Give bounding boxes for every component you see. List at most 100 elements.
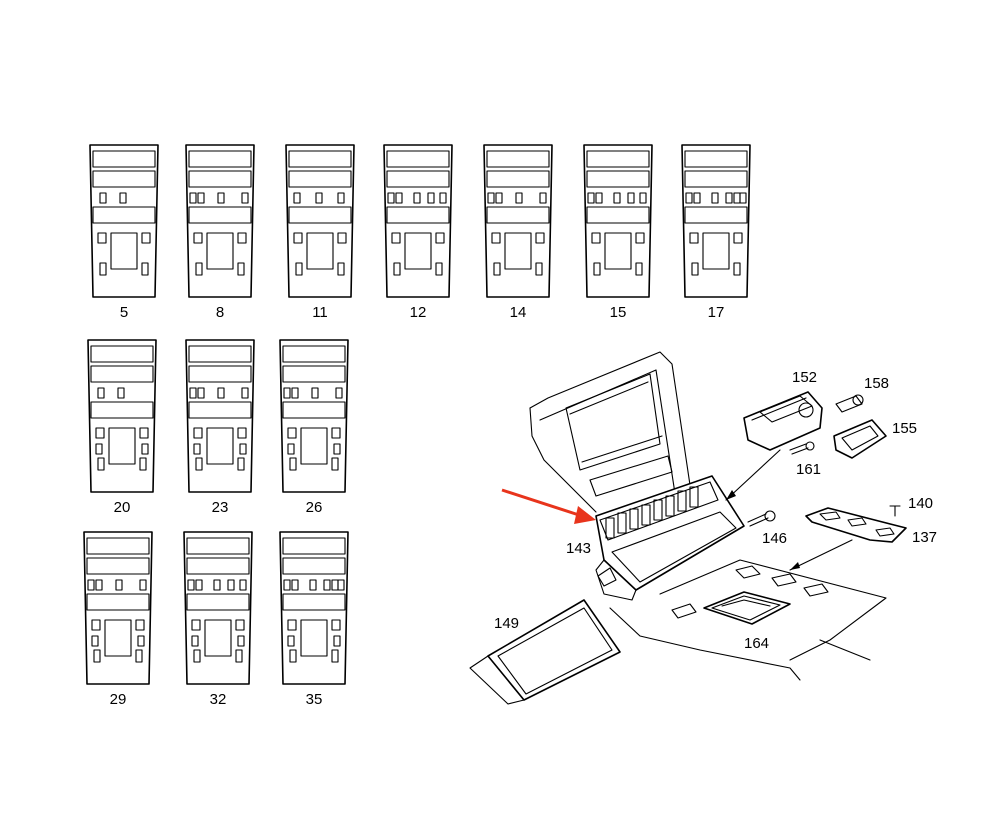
panel-outline — [483, 144, 553, 298]
panel-switch — [309, 579, 317, 591]
label-161: 161 — [796, 461, 821, 478]
panel-knob — [235, 619, 245, 631]
panel-display — [288, 206, 352, 224]
panel-display — [486, 170, 550, 188]
panel-screen — [206, 232, 234, 270]
panel-display — [486, 206, 550, 224]
panel-switch — [733, 192, 741, 204]
panel-switch — [293, 192, 301, 204]
panel-switch — [539, 192, 547, 204]
panel-display — [386, 150, 450, 168]
panel-knob — [237, 232, 247, 244]
panel-knob — [337, 232, 347, 244]
panel-knob — [593, 262, 601, 276]
panel-switch — [627, 192, 635, 204]
panel-display — [288, 170, 352, 188]
highlight-arrow — [501, 488, 596, 524]
panel-switch — [291, 579, 299, 591]
panel-knob — [193, 443, 201, 455]
panel-switch — [693, 192, 701, 204]
panel-variant-label: 20 — [114, 499, 131, 516]
panel-outline — [185, 144, 255, 298]
panel-outline — [89, 144, 159, 298]
panel-knob — [97, 457, 105, 471]
panel-variant-label: 14 — [510, 304, 527, 321]
tray-164 — [703, 591, 791, 625]
panel-variant: 11 — [285, 144, 355, 321]
panel-switch — [395, 192, 403, 204]
panel-variant: 35 — [279, 531, 349, 708]
panel-knob — [493, 262, 501, 276]
panel-switch — [283, 579, 291, 591]
panel-switch — [413, 192, 421, 204]
panel-knob — [191, 635, 199, 647]
panel-switch — [189, 387, 197, 399]
panel-switch — [685, 192, 693, 204]
screw-140 — [889, 505, 901, 517]
panel-display — [282, 557, 346, 575]
panel-variant: 5 — [89, 144, 159, 321]
panel-display — [86, 557, 150, 575]
panel-display — [86, 537, 150, 555]
panel-display — [188, 365, 252, 383]
panel-display — [92, 206, 156, 224]
panel-outline — [185, 339, 255, 493]
panel-display — [586, 206, 650, 224]
panel-knob — [139, 427, 149, 439]
panel-knob — [141, 262, 149, 276]
panel-display — [684, 206, 748, 224]
panel-switch — [241, 192, 249, 204]
panel-switch — [197, 387, 205, 399]
panel-knob — [135, 619, 145, 631]
panel-display — [90, 365, 154, 383]
panel-knob — [93, 649, 101, 663]
panel-variant: 26 — [279, 339, 349, 516]
panel-display — [188, 150, 252, 168]
panel-knob — [139, 457, 147, 471]
panel-switch — [189, 192, 197, 204]
panel-variant: 32 — [183, 531, 253, 708]
screw-161 — [789, 441, 815, 455]
panel-knob — [435, 232, 445, 244]
panel-screen — [306, 232, 334, 270]
panel-knob — [195, 262, 203, 276]
panel-switch — [115, 579, 123, 591]
panel-knob — [691, 262, 699, 276]
panel-knob — [95, 427, 105, 439]
panel-switch — [187, 579, 195, 591]
panel-display — [90, 401, 154, 419]
panel-display — [282, 401, 346, 419]
panel-variant-label: 12 — [410, 304, 427, 321]
panel-variant: 29 — [83, 531, 153, 708]
panel-outline — [83, 531, 153, 685]
panel-outline — [583, 144, 653, 298]
panel-switch — [337, 192, 345, 204]
label-155: 155 — [892, 420, 917, 437]
panel-knob — [391, 232, 401, 244]
panel-screen — [702, 232, 730, 270]
panel-switch — [97, 387, 105, 399]
panel-knob — [289, 457, 297, 471]
leader-lines — [725, 449, 853, 571]
panel-knob — [635, 262, 643, 276]
panel-variant-label: 32 — [210, 691, 227, 708]
panel-knob — [535, 232, 545, 244]
panel-display — [186, 593, 250, 611]
panel-knob — [295, 262, 303, 276]
panel-switch — [711, 192, 719, 204]
panel-variant-label: 15 — [610, 304, 627, 321]
panel-switch — [241, 387, 249, 399]
panel-display — [586, 150, 650, 168]
label-152: 152 — [792, 369, 817, 386]
floor-plate — [609, 559, 887, 681]
panel-knob — [91, 635, 99, 647]
panel-outline — [183, 531, 253, 685]
panel-switch — [217, 387, 225, 399]
panel-variant: 20 — [87, 339, 157, 516]
panel-knob — [191, 619, 201, 631]
panel-knob — [287, 427, 297, 439]
panel-knob — [733, 262, 741, 276]
panel-knob — [287, 619, 297, 631]
panel-knob — [239, 443, 247, 455]
panel-knob — [331, 427, 341, 439]
